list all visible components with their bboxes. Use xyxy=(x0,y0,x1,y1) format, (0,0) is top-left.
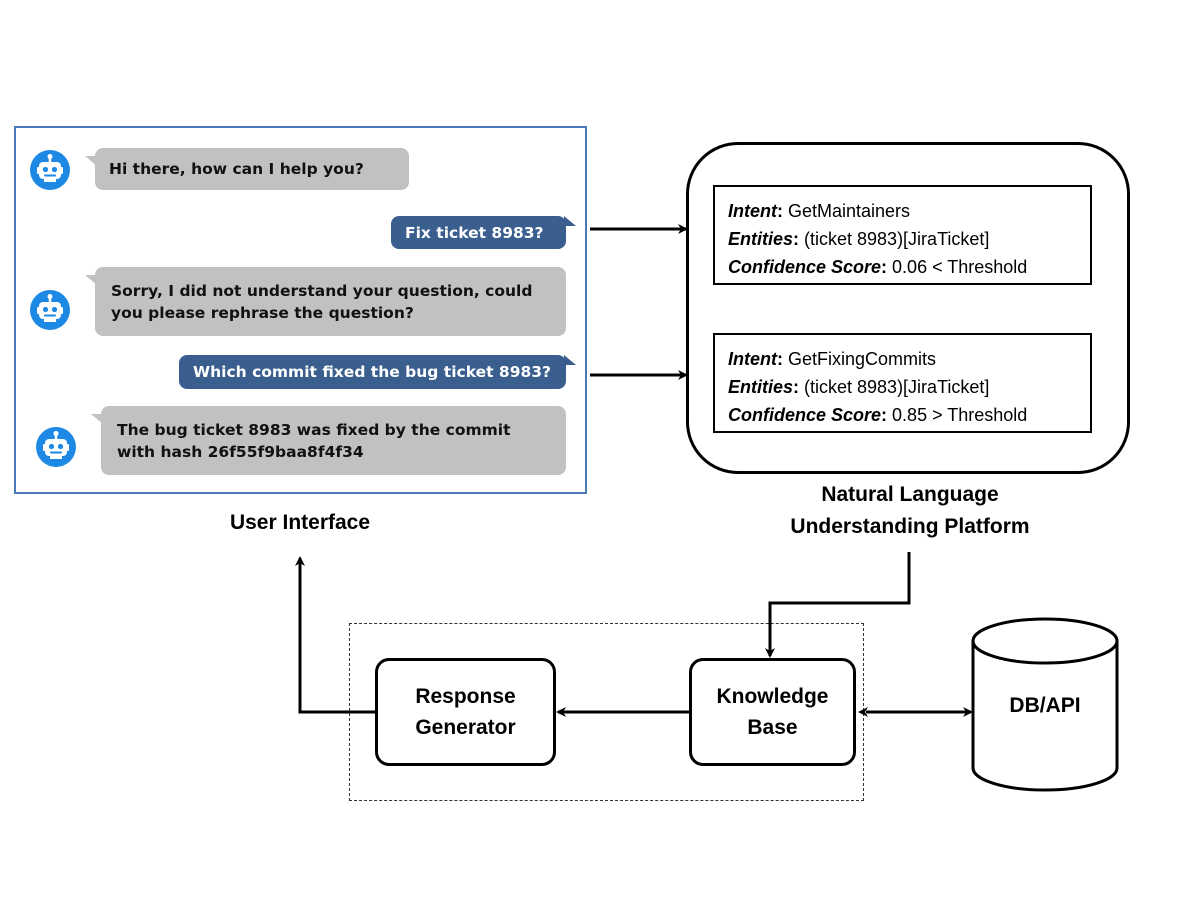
response-generator-box: Response Generator xyxy=(375,658,556,766)
chat-message-user: Which commit fixed the bug ticket 8983? xyxy=(179,355,576,389)
intent-key: Intent xyxy=(728,349,777,369)
intent-key: Intent xyxy=(728,201,777,221)
chat-message-user: Fix ticket 8983? xyxy=(391,216,576,249)
confidence-value: 0.85 > Threshold xyxy=(892,405,1028,425)
confidence-key: Confidence Score xyxy=(728,405,882,425)
entities-value: (ticket 8983)[JiraTicket] xyxy=(804,229,990,249)
robot-icon xyxy=(36,427,76,467)
user-interface-label: User Interface xyxy=(229,511,371,534)
db-api-label: DB/API xyxy=(1009,694,1081,717)
confidence-row: Confidence Score: 0.06 < Threshold xyxy=(728,257,1028,277)
entities-value: (ticket 8983)[JiraTicket] xyxy=(804,377,990,397)
nlu-platform-container xyxy=(686,142,1130,474)
confidence-row: Confidence Score: 0.85 > Threshold xyxy=(728,405,1028,425)
intent-row: Intent: GetMaintainers xyxy=(728,201,911,221)
chat-message-text: The bug ticket 8983 was fixed by the com… xyxy=(117,420,511,461)
confidence-key: Confidence Score xyxy=(728,257,882,277)
entities-key: Entities xyxy=(728,377,794,397)
database-cylinder xyxy=(971,617,1119,792)
entities-row: Entities: (ticket 8983)[JiraTicket] xyxy=(728,377,990,397)
arrow-to-knowledge-base xyxy=(765,552,911,658)
intent-result-box: Intent: GetFixingCommits Entities: (tick… xyxy=(713,333,1092,433)
chat-message-bot: Sorry, I did not understand your questio… xyxy=(85,267,566,336)
robot-icon xyxy=(30,290,70,330)
entities-row: Entities: (ticket 8983)[JiraTicket] xyxy=(728,229,990,249)
chat-message-text: Which commit fixed the bug ticket 8983? xyxy=(193,363,552,381)
chat-message-bot: The bug ticket 8983 was fixed by the com… xyxy=(91,406,566,475)
intent-value: GetMaintainers xyxy=(788,201,911,221)
robot-icon xyxy=(30,150,70,190)
chat-message-bot: Hi there, how can I help you? xyxy=(85,148,409,190)
intent-row: Intent: GetFixingCommits xyxy=(728,349,937,369)
confidence-value: 0.06 < Threshold xyxy=(892,257,1028,277)
chat-message-text: Fix ticket 8983? xyxy=(405,223,544,242)
knowledge-base-box: Knowledge Base xyxy=(689,658,856,766)
chat-message-text: Hi there, how can I help you? xyxy=(109,160,364,178)
knowledge-base-label: Knowledge Base xyxy=(716,685,829,739)
arrow-to-user-interface xyxy=(295,556,375,714)
intent-result-box: Intent: GetMaintainers Entities: (ticket… xyxy=(713,185,1092,285)
chat-message-text: Sorry, I did not understand your questio… xyxy=(111,281,533,322)
intent-value: GetFixingCommits xyxy=(788,349,937,369)
nlu-platform-label: Natural Language Understanding Platform xyxy=(790,483,1030,538)
response-generator-label: Response Generator xyxy=(415,685,516,739)
entities-key: Entities xyxy=(728,229,794,249)
